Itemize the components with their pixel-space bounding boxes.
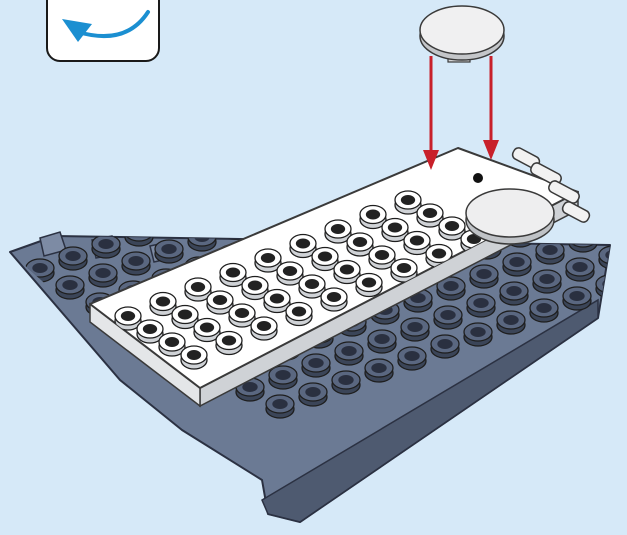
base-stud: [302, 354, 330, 377]
base-stud: [563, 287, 591, 310]
base-stud: [269, 366, 297, 389]
base-stud: [503, 253, 531, 276]
base-stud: [533, 270, 561, 293]
base-stud: [431, 335, 459, 358]
base-stud: [125, 223, 153, 246]
base-stud: [401, 318, 429, 341]
base-stud: [422, 115, 450, 138]
base-stud: [122, 252, 150, 275]
round-tile-placed: [466, 189, 554, 244]
base-stud: [266, 395, 294, 418]
base-stud: [224, 187, 252, 210]
base-stud: [332, 371, 360, 394]
base-stud: [575, 171, 603, 194]
plate-stud: [286, 303, 312, 326]
plate-stud: [216, 332, 242, 355]
base-stud: [59, 247, 87, 270]
round-tile-incoming: [420, 6, 504, 62]
base-stud: [56, 276, 84, 299]
plate-stud: [181, 346, 207, 369]
base-stud: [89, 264, 117, 287]
base-stud: [356, 139, 384, 162]
base-stud: [434, 306, 462, 329]
base-stud: [455, 103, 483, 126]
base-stud: [191, 199, 219, 222]
base-stud: [602, 217, 627, 240]
base-stud: [596, 275, 624, 298]
base-stud: [188, 228, 216, 251]
base-stud: [599, 246, 627, 269]
base-stud: [398, 347, 426, 370]
base-stud: [92, 235, 120, 258]
base-stud: [155, 240, 183, 263]
base-stud: [290, 163, 318, 186]
base-stud: [221, 216, 249, 239]
base-stud: [530, 299, 558, 322]
base-stud: [464, 323, 492, 346]
base-stud: [605, 188, 627, 211]
base-stud: [158, 211, 186, 234]
base-stud: [485, 120, 513, 143]
base-stud: [497, 311, 525, 334]
base-stud: [257, 175, 285, 198]
base-stud: [467, 294, 495, 317]
base-stud: [470, 265, 498, 288]
plate-stud: [356, 274, 382, 297]
base-stud: [335, 342, 363, 365]
plate-stud: [251, 317, 277, 340]
base-stud: [368, 330, 396, 353]
base-stud: [500, 282, 528, 305]
base-stud: [365, 359, 393, 382]
base-stud: [299, 383, 327, 406]
base-stud: [569, 229, 597, 252]
base-stud: [389, 127, 417, 150]
base-stud: [536, 241, 564, 264]
base-stud: [323, 151, 351, 174]
plate-stud: [321, 288, 347, 311]
base-stud: [566, 258, 594, 281]
